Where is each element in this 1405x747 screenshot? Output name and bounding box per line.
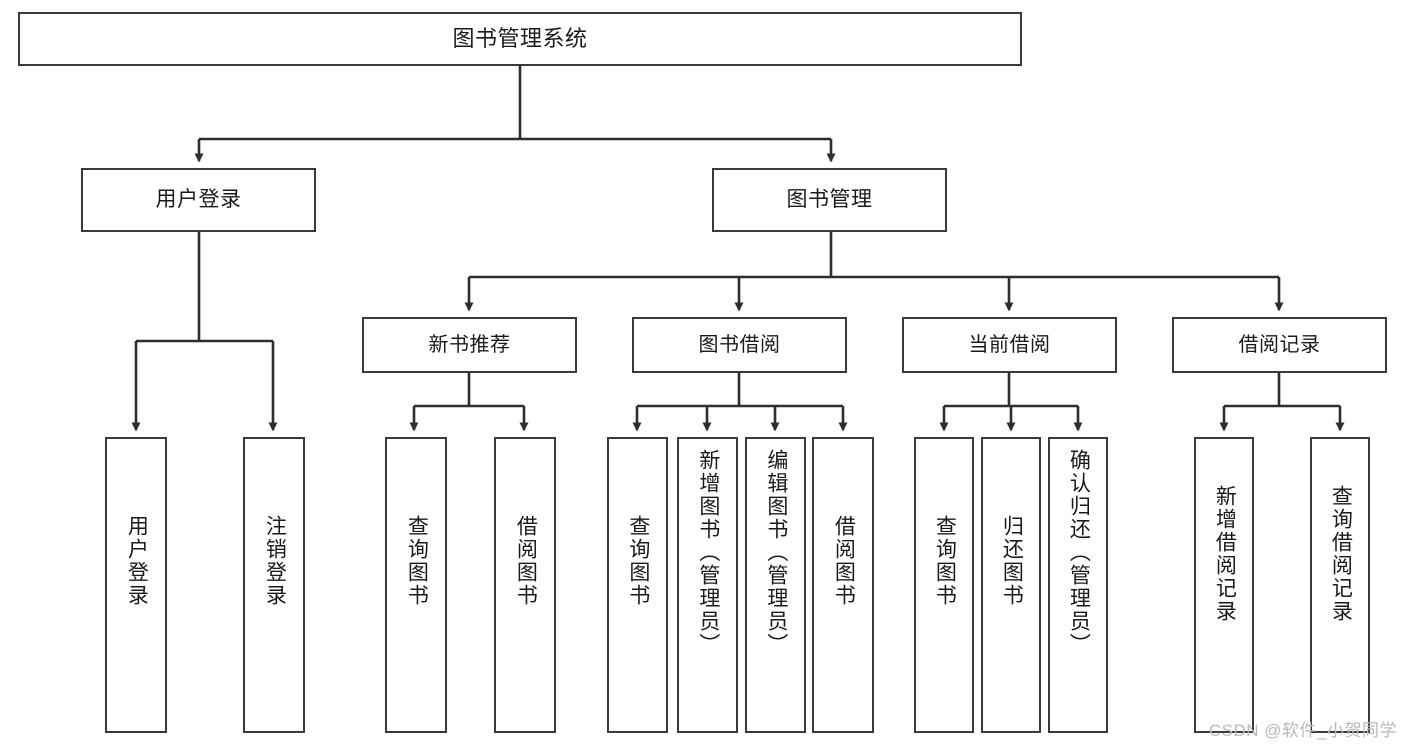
csdn-watermark: CSDN @软件_小贺同学 [1208, 721, 1397, 740]
node-leaf-borrow-book-1[interactable]: 借阅图书 [494, 437, 556, 733]
node-label: 用户登录 [125, 515, 149, 607]
node-label: 确认归还（管理员） [1067, 449, 1091, 656]
node-leaf-add-record[interactable]: 新增借阅记录 [1194, 437, 1254, 733]
node-user-login[interactable]: 用户登录 [81, 168, 316, 232]
node-leaf-query-book-1[interactable]: 查询图书 [385, 437, 447, 733]
node-leaf-query-book-2[interactable]: 查询图书 [607, 437, 668, 733]
node-label: 当前借阅 [968, 333, 1051, 356]
node-label: 查询图书 [405, 515, 429, 607]
node-label: 归还图书 [1000, 515, 1024, 607]
node-label: 借阅图书 [514, 515, 538, 607]
node-leaf-query-record[interactable]: 查询借阅记录 [1310, 437, 1370, 733]
node-label: 图书借阅 [698, 333, 781, 356]
node-leaf-return-book[interactable]: 归还图书 [981, 437, 1041, 733]
node-leaf-edit-book[interactable]: 编辑图书（管理员） [745, 437, 806, 733]
node-label: 新书推荐 [428, 333, 511, 356]
node-label: 注销登录 [263, 515, 287, 607]
node-label: 查询图书 [626, 515, 650, 607]
node-leaf-user-login[interactable]: 用户登录 [105, 437, 167, 733]
node-leaf-confirm-return[interactable]: 确认归还（管理员） [1048, 437, 1108, 733]
node-label: 新增借阅记录 [1213, 485, 1237, 623]
node-label: 借阅记录 [1238, 333, 1321, 356]
node-leaf-logout[interactable]: 注销登录 [243, 437, 305, 733]
node-label: 图书管理 [786, 188, 873, 212]
node-label: 查询借阅记录 [1329, 485, 1353, 623]
node-root-system[interactable]: 图书管理系统 [18, 12, 1022, 66]
node-borrow-record[interactable]: 借阅记录 [1172, 317, 1387, 373]
node-label: 查询图书 [933, 515, 957, 607]
node-label: 图书管理系统 [452, 25, 588, 51]
node-book-borrow[interactable]: 图书借阅 [632, 317, 847, 373]
node-book-management[interactable]: 图书管理 [712, 168, 947, 232]
node-leaf-borrow-book-2[interactable]: 借阅图书 [812, 437, 874, 733]
node-current-borrow[interactable]: 当前借阅 [902, 317, 1117, 373]
node-new-book-recommend[interactable]: 新书推荐 [362, 317, 577, 373]
node-label: 新增图书（管理员） [696, 449, 720, 656]
node-leaf-add-book[interactable]: 新增图书（管理员） [677, 437, 738, 733]
node-label: 编辑图书（管理员） [764, 449, 788, 656]
node-label: 用户登录 [155, 188, 242, 212]
node-label: 借阅图书 [832, 515, 856, 607]
node-leaf-query-book-3[interactable]: 查询图书 [914, 437, 974, 733]
